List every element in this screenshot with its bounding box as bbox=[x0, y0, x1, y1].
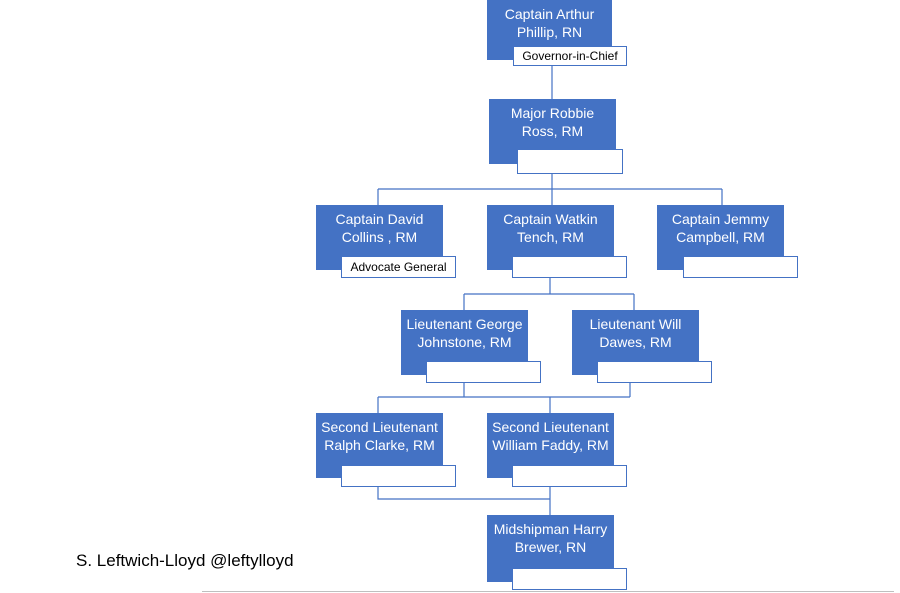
node-name: Midshipman Harry Brewer, RN bbox=[493, 521, 608, 555]
node-name: Captain Arthur Phillip, RN bbox=[504, 6, 595, 40]
node-name: Lieutenant Will Dawes, RM bbox=[589, 316, 682, 350]
node-name: Captain Jemmy Campbell, RM bbox=[671, 211, 770, 245]
node-name: Captain David Collins , RM bbox=[335, 211, 424, 245]
node-name: Lieutenant George Johnstone, RM bbox=[406, 316, 523, 350]
node-title-box bbox=[517, 149, 623, 174]
node-title-box bbox=[512, 568, 627, 590]
node-name: Second Lieutenant William Faddy, RM bbox=[492, 419, 609, 453]
connector-lieutenants-seconds bbox=[377, 383, 631, 413]
node-title-box bbox=[341, 465, 456, 487]
connector-tench-lieutenants bbox=[463, 278, 635, 310]
node-name: Captain Watkin Tench, RM bbox=[503, 211, 598, 245]
author-credit: S. Leftwich-Lloyd @leftylloyd bbox=[76, 551, 294, 570]
node-name: Second Lieutenant Ralph Clarke, RM bbox=[321, 419, 438, 453]
node-name: Major Robbie Ross, RM bbox=[510, 105, 595, 139]
node-title-box bbox=[597, 361, 712, 383]
node-title-box: Governor-in-Chief bbox=[513, 46, 627, 66]
node-title-box bbox=[512, 465, 627, 487]
node-title-box bbox=[426, 361, 541, 383]
footer-divider bbox=[202, 591, 894, 592]
connector-ross-captains bbox=[377, 174, 723, 205]
connector-seconds-brewer bbox=[377, 487, 551, 515]
node-title-box: Advocate General bbox=[341, 256, 456, 278]
node-title-box bbox=[512, 256, 627, 278]
node-title-box bbox=[683, 256, 798, 278]
